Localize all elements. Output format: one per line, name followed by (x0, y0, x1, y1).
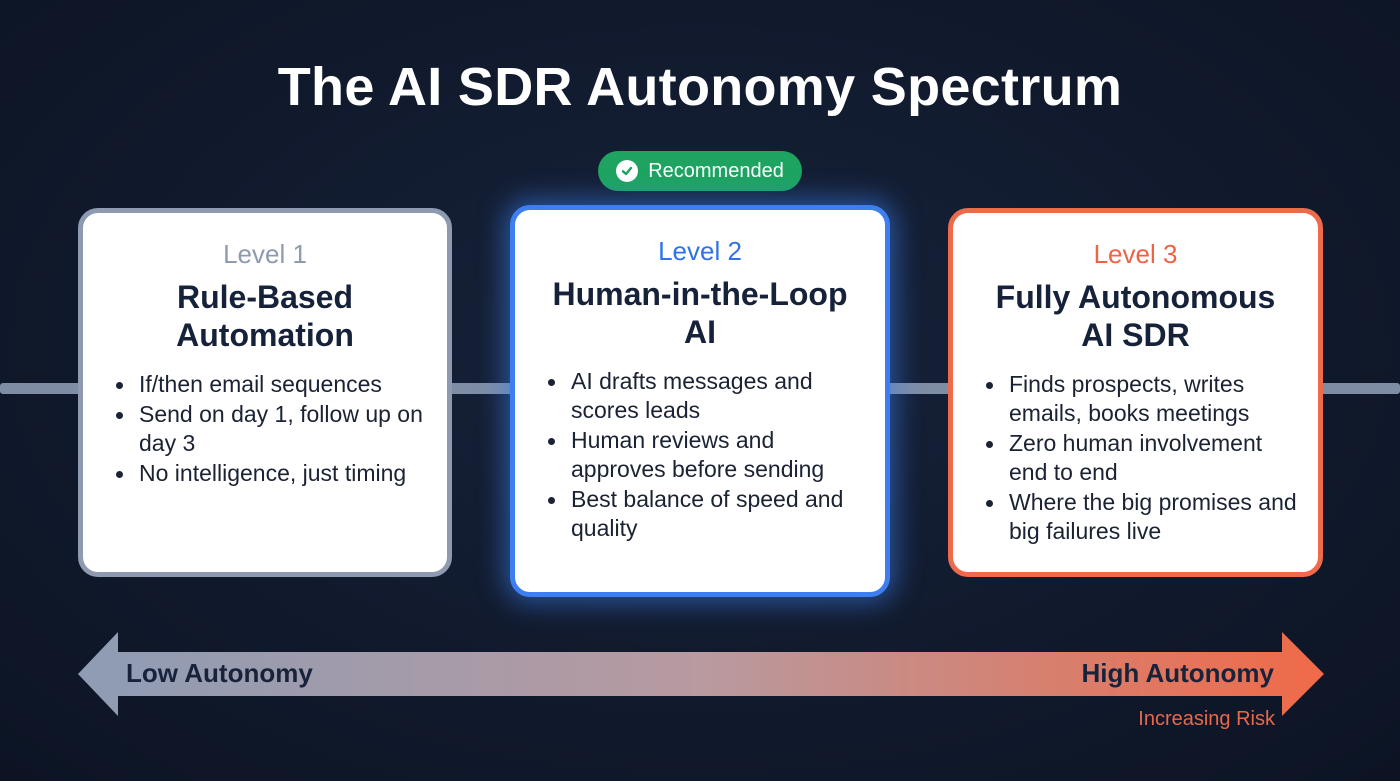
level-2-heading: Human-in-the-Loop AI (515, 275, 885, 351)
level-3-heading: Fully Autonomous AI SDR (953, 278, 1318, 354)
level-2-heading-line2: AI (684, 314, 716, 350)
list-item: AI drafts messages and scores leads (545, 367, 867, 425)
list-item: Where the big promises and big failures … (983, 488, 1300, 546)
low-autonomy-label: Low Autonomy (126, 658, 313, 688)
level-1-heading-line1: Rule-Based (176, 279, 354, 315)
level-1-label: Level 1 (223, 239, 307, 269)
level-3-label: Level 3 (1093, 239, 1178, 269)
list-item: Finds prospects, writes emails, books me… (983, 370, 1300, 428)
page-title: The AI SDR Autonomy Spectrum (277, 57, 1123, 117)
list-item: Zero human involvement end to end (983, 429, 1300, 487)
level-2-label: Level 2 (658, 236, 742, 266)
double-arrow-shape (78, 632, 1324, 716)
level-1-heading: Rule-Based Automation (83, 278, 447, 354)
level-3-heading-line2: AI SDR (1081, 317, 1190, 353)
list-item: If/then email sequences (113, 370, 429, 399)
list-item: Best balance of speed and quality (545, 485, 867, 543)
check-circle-icon (616, 160, 639, 182)
level-1-card: Level 1 Rule-Based Automation If/then em… (78, 208, 452, 577)
level-2-points: AI drafts messages and scores leads Huma… (515, 367, 885, 543)
level-3-points: Finds prospects, writes emails, books me… (953, 370, 1318, 546)
increasing-risk-label: Increasing Risk (1138, 708, 1275, 730)
level-2-heading-line1: Human-in-the-Loop (552, 276, 848, 312)
level-1-heading-line2: Automation (176, 317, 354, 353)
recommended-badge-label: Recommended (648, 159, 784, 182)
level-1-points: If/then email sequences Send on day 1, f… (83, 370, 447, 488)
high-autonomy-label: High Autonomy (1081, 658, 1274, 688)
list-item: No intelligence, just timing (113, 459, 429, 488)
recommended-badge: Recommended (598, 151, 802, 191)
list-item: Send on day 1, follow up on day 3 (113, 400, 429, 458)
list-item: Human reviews and approves before sendin… (545, 426, 867, 484)
level-2-card: Level 2 Human-in-the-Loop AI AI drafts m… (510, 205, 890, 597)
level-3-card: Level 3 Fully Autonomous AI SDR Finds pr… (948, 208, 1323, 577)
level-3-heading-line1: Fully Autonomous (995, 279, 1276, 315)
